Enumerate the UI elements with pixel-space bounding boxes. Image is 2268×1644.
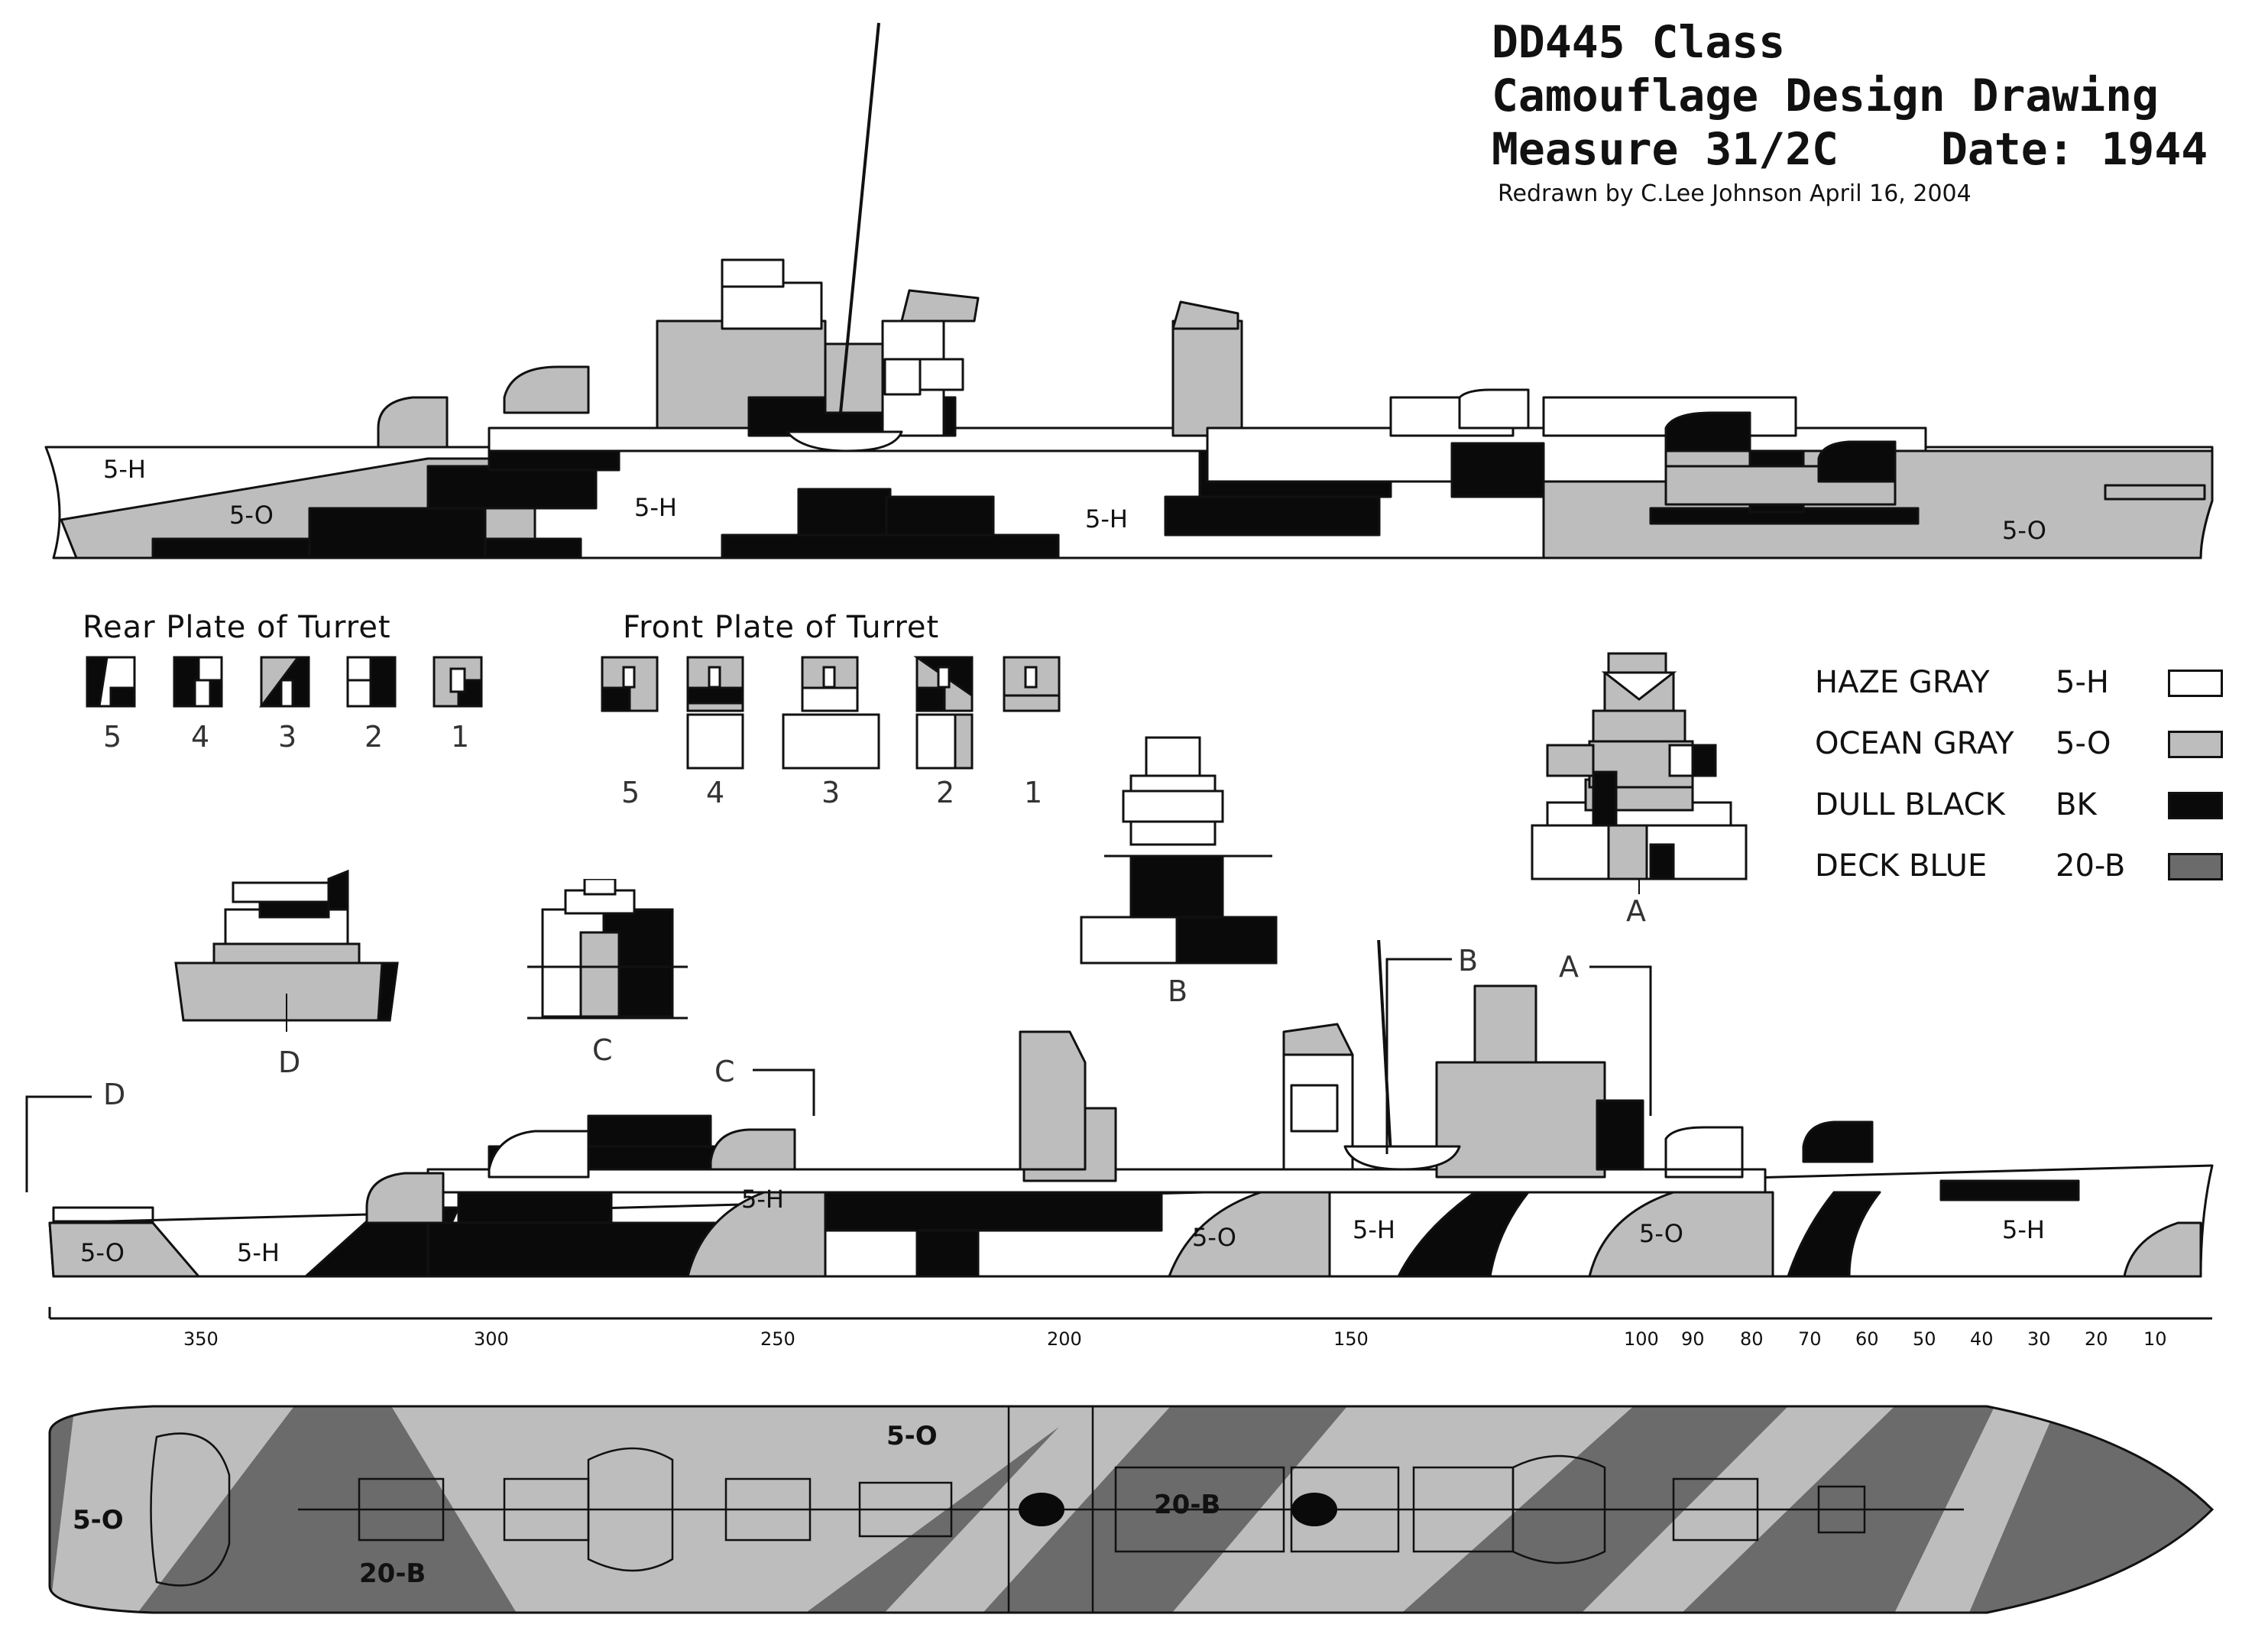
section-view-b (1080, 736, 1278, 965)
legend-swatch-deck-blue (2168, 853, 2223, 880)
starboard-label-bow: 5-H (103, 455, 146, 484)
legend-code-haze: 5-H (2056, 665, 2109, 700)
front-plate-num-3: 3 (821, 776, 841, 809)
scale-labels: 350 300 250 200 150 100 90 80 70 60 50 4… (0, 1328, 2268, 1359)
rear-plate-2 (346, 656, 397, 708)
legend-code-deck-blue: 20-B (2056, 848, 2126, 884)
front-plate-1 (1003, 656, 1061, 712)
legend-code-ocean: 5-O (2056, 726, 2111, 761)
pointer-label-b: B (1458, 944, 1479, 978)
front-plate-num-4: 4 (706, 776, 725, 809)
title-class: DD445 Class (1492, 16, 1786, 68)
scale-tick-40: 40 (1970, 1328, 1994, 1350)
section-pointers (25, 958, 1652, 1192)
pointer-label-a: A (1559, 950, 1579, 984)
port-label-bow-haze: 5-H (2002, 1215, 2045, 1244)
front-plate-3 (782, 656, 880, 770)
section-label-d-view: D (278, 1046, 301, 1079)
section-view-a (1531, 652, 1748, 894)
legend-name-black: DULL BLACK (1815, 787, 2005, 822)
legend-swatch-ocean (2168, 731, 2223, 758)
section-view-d (174, 869, 399, 1032)
front-plate-num-2: 2 (936, 776, 955, 809)
section-label-a-view: A (1626, 894, 1646, 928)
scale-tick-80: 80 (1740, 1328, 1764, 1350)
starboard-label-aft-haze: 5-H (1085, 504, 1128, 533)
rear-plate-title: Rear Plate of Turret (83, 610, 391, 645)
legend-name-haze: HAZE GRAY (1815, 665, 1990, 700)
rear-plate-num-3: 3 (278, 720, 297, 754)
front-plate-4 (686, 656, 744, 770)
pointer-label-c: C (714, 1055, 735, 1088)
title-date: Date: 1944 (1941, 123, 2208, 175)
deck-label-mid-blue: 20-B (1154, 1490, 1220, 1520)
section-label-b-view: B (1168, 974, 1188, 1008)
title-measure: Measure 31/2C (1492, 123, 1839, 175)
front-plate-title: Front Plate of Turret (623, 610, 940, 645)
rear-plate-num-1: 1 (451, 720, 470, 754)
rear-plate-3 (259, 656, 310, 708)
starboard-label-mid-haze: 5-H (634, 493, 677, 522)
rear-plate-1 (433, 656, 483, 708)
legend-swatch-black (2168, 792, 2223, 819)
starboard-profile: 5-H 5-O 5-H 5-H 5-O (44, 22, 2214, 559)
scale-tick-200: 200 (1047, 1328, 1082, 1350)
rear-plate-5 (86, 656, 136, 708)
port-label-mid-haze: 5-H (1353, 1215, 1395, 1244)
scale-tick-20: 20 (2085, 1328, 2108, 1350)
scale-tick-300: 300 (474, 1328, 509, 1350)
port-label-qd-haze: 5-H (741, 1185, 784, 1214)
rear-plate-num-2: 2 (364, 720, 384, 754)
port-profile: 5-O 5-H 5-H 5-O 5-H 5-O 5-H (48, 940, 2214, 1278)
front-plate-num-1: 1 (1024, 776, 1043, 809)
scale-tick-250: 250 (760, 1328, 795, 1350)
scale-tick-50: 50 (1913, 1328, 1936, 1350)
legend-name-deck-blue: DECK BLUE (1815, 848, 1988, 884)
credit-line: Redrawn by C.Lee Johnson April 16, 2004 (1498, 180, 1972, 207)
rear-plate-icons (86, 656, 483, 708)
pointer-label-d: D (103, 1078, 126, 1111)
color-legend: HAZE GRAY 5-H OCEAN GRAY 5-O DULL BLACK … (1815, 665, 2243, 894)
scale-tick-70: 70 (1798, 1328, 1822, 1350)
section-label-c-view: C (592, 1033, 613, 1067)
scale-tick-60: 60 (1855, 1328, 1879, 1350)
rear-plate-4 (173, 656, 223, 708)
length-scale (48, 1307, 2212, 1320)
legend-swatch-haze (2168, 670, 2223, 697)
title-drawing: Camouflage Design Drawing (1492, 70, 2159, 122)
port-label-stern-ocean: 5-O (80, 1238, 125, 1267)
deck-label-aft-blue: 20-B (359, 1558, 426, 1589)
scale-tick-10: 10 (2143, 1328, 2167, 1350)
port-label-stern-haze: 5-H (237, 1238, 280, 1267)
scale-tick-30: 30 (2027, 1328, 2051, 1350)
scale-tick-150: 150 (1333, 1328, 1369, 1350)
scale-tick-350: 350 (183, 1328, 219, 1350)
starboard-label-stern-ocean: 5-O (2002, 516, 2046, 545)
legend-code-black: BK (2056, 787, 2097, 822)
scale-tick-100: 100 (1624, 1328, 1659, 1350)
rear-plate-num-4: 4 (191, 720, 210, 754)
starboard-label-fwd-ocean: 5-O (229, 501, 274, 530)
front-plate-icons (601, 656, 1061, 770)
section-view-c (527, 879, 688, 1020)
legend-name-ocean: OCEAN GRAY (1815, 726, 2014, 761)
port-label-fwd-ocean: 5-O (1639, 1219, 1683, 1248)
front-plate-num-5: 5 (621, 776, 640, 809)
port-label-mid-ocean: 5-O (1192, 1223, 1236, 1252)
deck-label-aft-ocean: 5-O (73, 1505, 124, 1535)
front-plate-5 (601, 656, 659, 712)
front-plate-2 (913, 656, 974, 770)
deck-plan: 5-O 20-B 5-O 20-B (48, 1405, 2215, 1614)
rear-plate-num-5: 5 (103, 720, 122, 754)
scale-tick-90: 90 (1681, 1328, 1705, 1350)
deck-label-mid-ocean: 5-O (886, 1421, 938, 1451)
